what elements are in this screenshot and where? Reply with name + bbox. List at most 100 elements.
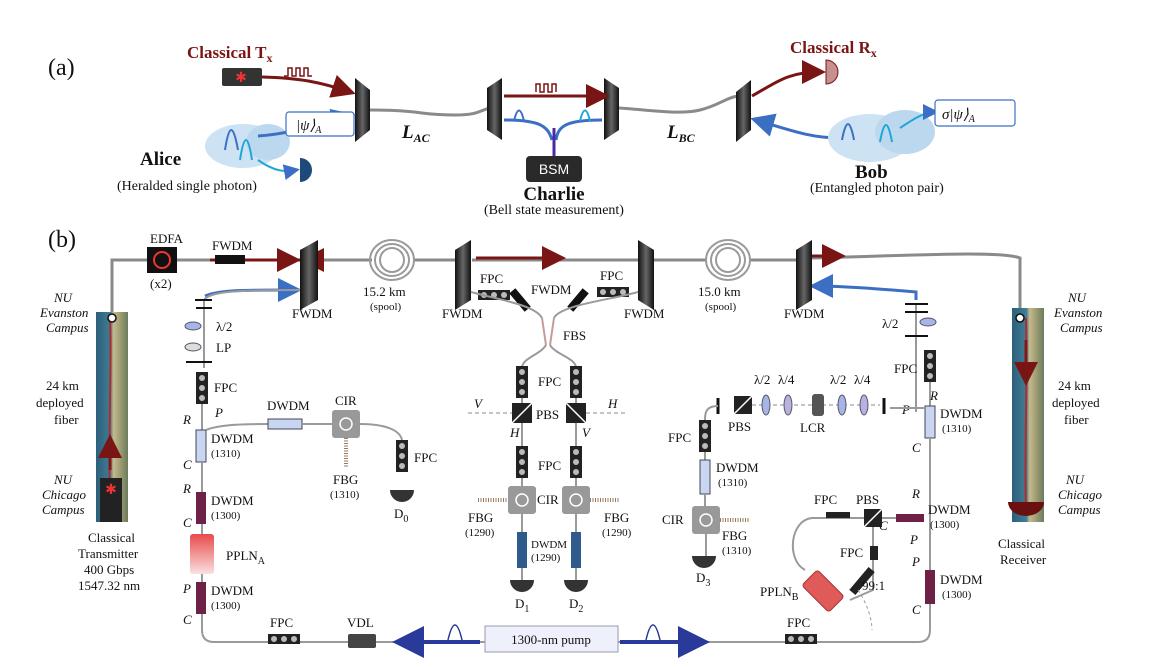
detector-d3	[692, 556, 716, 568]
port-r-b1: R	[929, 388, 938, 403]
quantum-charlie-paths	[503, 118, 603, 141]
detector-d0	[390, 490, 414, 502]
pol-v-label-1: V	[474, 396, 484, 411]
fbg-label-1: FBG	[468, 510, 493, 525]
d2-label: D2	[569, 596, 583, 615]
half-wave-plate-a	[184, 321, 202, 331]
bob-quantum-path	[750, 113, 841, 140]
pulse-train-icon	[284, 67, 312, 77]
wdm-alice	[355, 78, 370, 142]
deployed-l1-right: 24 km	[1058, 378, 1091, 393]
pump-label: 1300-nm pump	[511, 632, 591, 647]
bob-label: Bob	[855, 162, 888, 183]
deployed-l3-right: fiber	[1064, 412, 1089, 427]
bob-photon-icon	[841, 123, 855, 141]
pump-box	[484, 625, 619, 653]
hwp-label-b2: λ/2	[754, 372, 770, 387]
hwp-label-b: λ/2	[882, 316, 898, 331]
classical-rx-path	[751, 60, 826, 98]
state-b-label: σ|ψ⟩A	[942, 107, 976, 125]
classical-tx-label: Classical Tx	[187, 43, 273, 65]
dwdm-label-b3: DWDM	[928, 502, 971, 517]
fwdm-charlie-right	[638, 240, 654, 310]
port-p-b2: P	[909, 532, 918, 547]
port-r-a1: R	[182, 412, 191, 427]
deployed-l1-left: 24 km	[46, 378, 79, 393]
fbg-label-b: FBG	[722, 528, 747, 543]
port-r-a2: R	[182, 481, 191, 496]
dwdm-1310-label-b2: (1310)	[718, 477, 748, 489]
fpc-label-c3: FPC	[538, 374, 561, 389]
cir-label-a: CIR	[335, 393, 357, 408]
d0-label: D0	[394, 506, 408, 525]
fpc-label-b3: FPC	[814, 492, 837, 507]
spool-2-length: 15.0 km	[698, 284, 741, 299]
tx-wavelength: 1547.32 nm	[78, 578, 140, 593]
fbs-label: FBS	[563, 328, 586, 343]
detector-d1	[510, 580, 534, 592]
ppln-b-label: PPLNB	[760, 584, 799, 603]
split-ratio-label: 99:1	[862, 578, 885, 593]
pol-v-label-2: V	[582, 425, 592, 440]
dwdm-1300-alice-2	[196, 582, 206, 614]
fwdm-filter-1	[215, 255, 245, 264]
circulator-bob	[692, 506, 720, 534]
wdm-bob	[736, 80, 751, 142]
fbg-1310-label-a: (1310)	[330, 489, 360, 501]
dwdm-1310-label-a1: (1310)	[211, 448, 241, 460]
splitter-99-1	[849, 566, 875, 596]
fpc-label-p2: FPC	[787, 615, 810, 630]
nu-evanston-r1: NU	[1067, 290, 1088, 305]
qwp-label-b1: λ/4	[778, 372, 795, 387]
deployed-l2-right: deployed	[1052, 395, 1100, 410]
detector-d2	[564, 580, 588, 592]
quantum-arrow-bob	[809, 274, 918, 300]
dwdm-label-a4: DWDM	[211, 583, 254, 598]
alice-sublabel: (Heralded single photon)	[117, 179, 257, 194]
dwdm-1290-label: (1290)	[531, 552, 561, 564]
dwdm-label-c: DWDM	[531, 539, 567, 551]
nu-evanston-r3: Campus	[1060, 320, 1103, 335]
fbs-coupler	[541, 317, 555, 346]
classical-transmitter-box	[100, 478, 122, 522]
port-c-b3: C	[912, 602, 921, 617]
fbg-label-2: FBG	[604, 510, 629, 525]
edfa-label: EDFA	[150, 231, 184, 246]
fbg-label-a: FBG	[333, 472, 358, 487]
ppln-a	[190, 534, 214, 574]
ppln-b	[802, 570, 844, 612]
fwdm-label-3: FWDM	[442, 306, 483, 321]
qwp-label-b2: λ/4	[854, 372, 871, 387]
alice-photon-icon	[224, 129, 239, 151]
alice-herald-detector	[300, 158, 312, 182]
spool-2-icon	[705, 239, 751, 281]
fpc-label-b1: FPC	[894, 361, 917, 376]
dwdm-1310-bob	[924, 405, 936, 439]
wdm-charlie-left	[487, 78, 502, 140]
port-c-a3: C	[183, 612, 192, 627]
fpc-bob-3	[826, 512, 850, 518]
fpc-label-a2: FPC	[414, 450, 437, 465]
edfa-count: (x2)	[150, 276, 172, 291]
panel-a-label: (a)	[48, 55, 75, 81]
laser-star-icon: ✱	[235, 71, 247, 86]
transmitter-laser-icon: ✱	[105, 483, 117, 498]
classical-rx-detector	[825, 59, 839, 85]
port-c-a1: C	[183, 457, 192, 472]
dwdm-1310-bob-2	[699, 459, 711, 495]
fbg-1290-label-1: (1290)	[465, 527, 495, 539]
bsm-label: BSM	[539, 161, 569, 177]
fpc-label-c1: FPC	[480, 271, 503, 286]
pbs-label-b2: PBS	[856, 492, 879, 507]
dwdm-1300-label-a1: (1300)	[211, 510, 241, 522]
fpc-label-c2: FPC	[600, 268, 623, 283]
deployed-l2-left: deployed	[36, 395, 84, 410]
map-chicago-evanston-right	[1012, 308, 1044, 522]
spool-1-length: 15.2 km	[363, 284, 406, 299]
dwdm-1310-alice-2	[267, 418, 303, 430]
charlie-sublabel: (Bell state measurement)	[484, 203, 624, 218]
fwdm-label-6: FWDM	[531, 282, 572, 297]
fbg-1290-label-2: (1290)	[602, 527, 632, 539]
hwp-label-a: λ/2	[216, 319, 232, 334]
